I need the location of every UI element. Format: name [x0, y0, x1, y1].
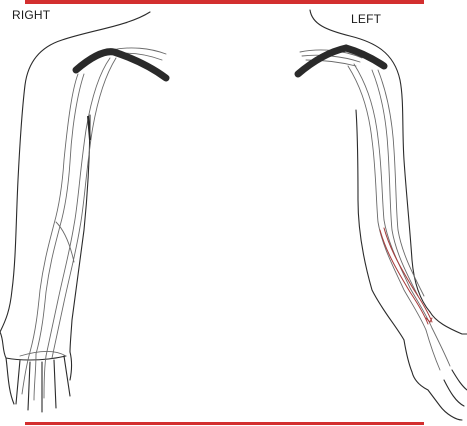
- left-hand-veins: [426, 328, 450, 370]
- left-hand-outline: [404, 312, 467, 420]
- right-arm-outline-inner: [70, 115, 90, 352]
- right-cephalic-vein: [30, 74, 78, 352]
- right-basilic-vein: [46, 58, 110, 356]
- right-tourniquet-band: [76, 52, 166, 78]
- bottom-accent-bar: [25, 422, 424, 425]
- right-arm-veins: [20, 48, 166, 400]
- left-basilic-vein-parallel: [378, 70, 424, 296]
- left-tourniquet-band: [298, 48, 384, 74]
- right-basilic-vein-parallel: [52, 58, 116, 358]
- left-marked-vein-line-a: [380, 230, 428, 324]
- right-side-label: RIGHT: [12, 9, 50, 21]
- left-side-label: LEFT: [351, 13, 381, 25]
- left-arm-outline-inner: [356, 110, 404, 340]
- left-basilic-vein: [372, 70, 418, 296]
- left-marked-vein: [380, 228, 432, 324]
- top-accent-bar: [25, 0, 424, 4]
- left-arm: [310, 10, 467, 420]
- right-cephalic-vein-parallel: [36, 74, 84, 354]
- right-hand-veins: [20, 352, 66, 401]
